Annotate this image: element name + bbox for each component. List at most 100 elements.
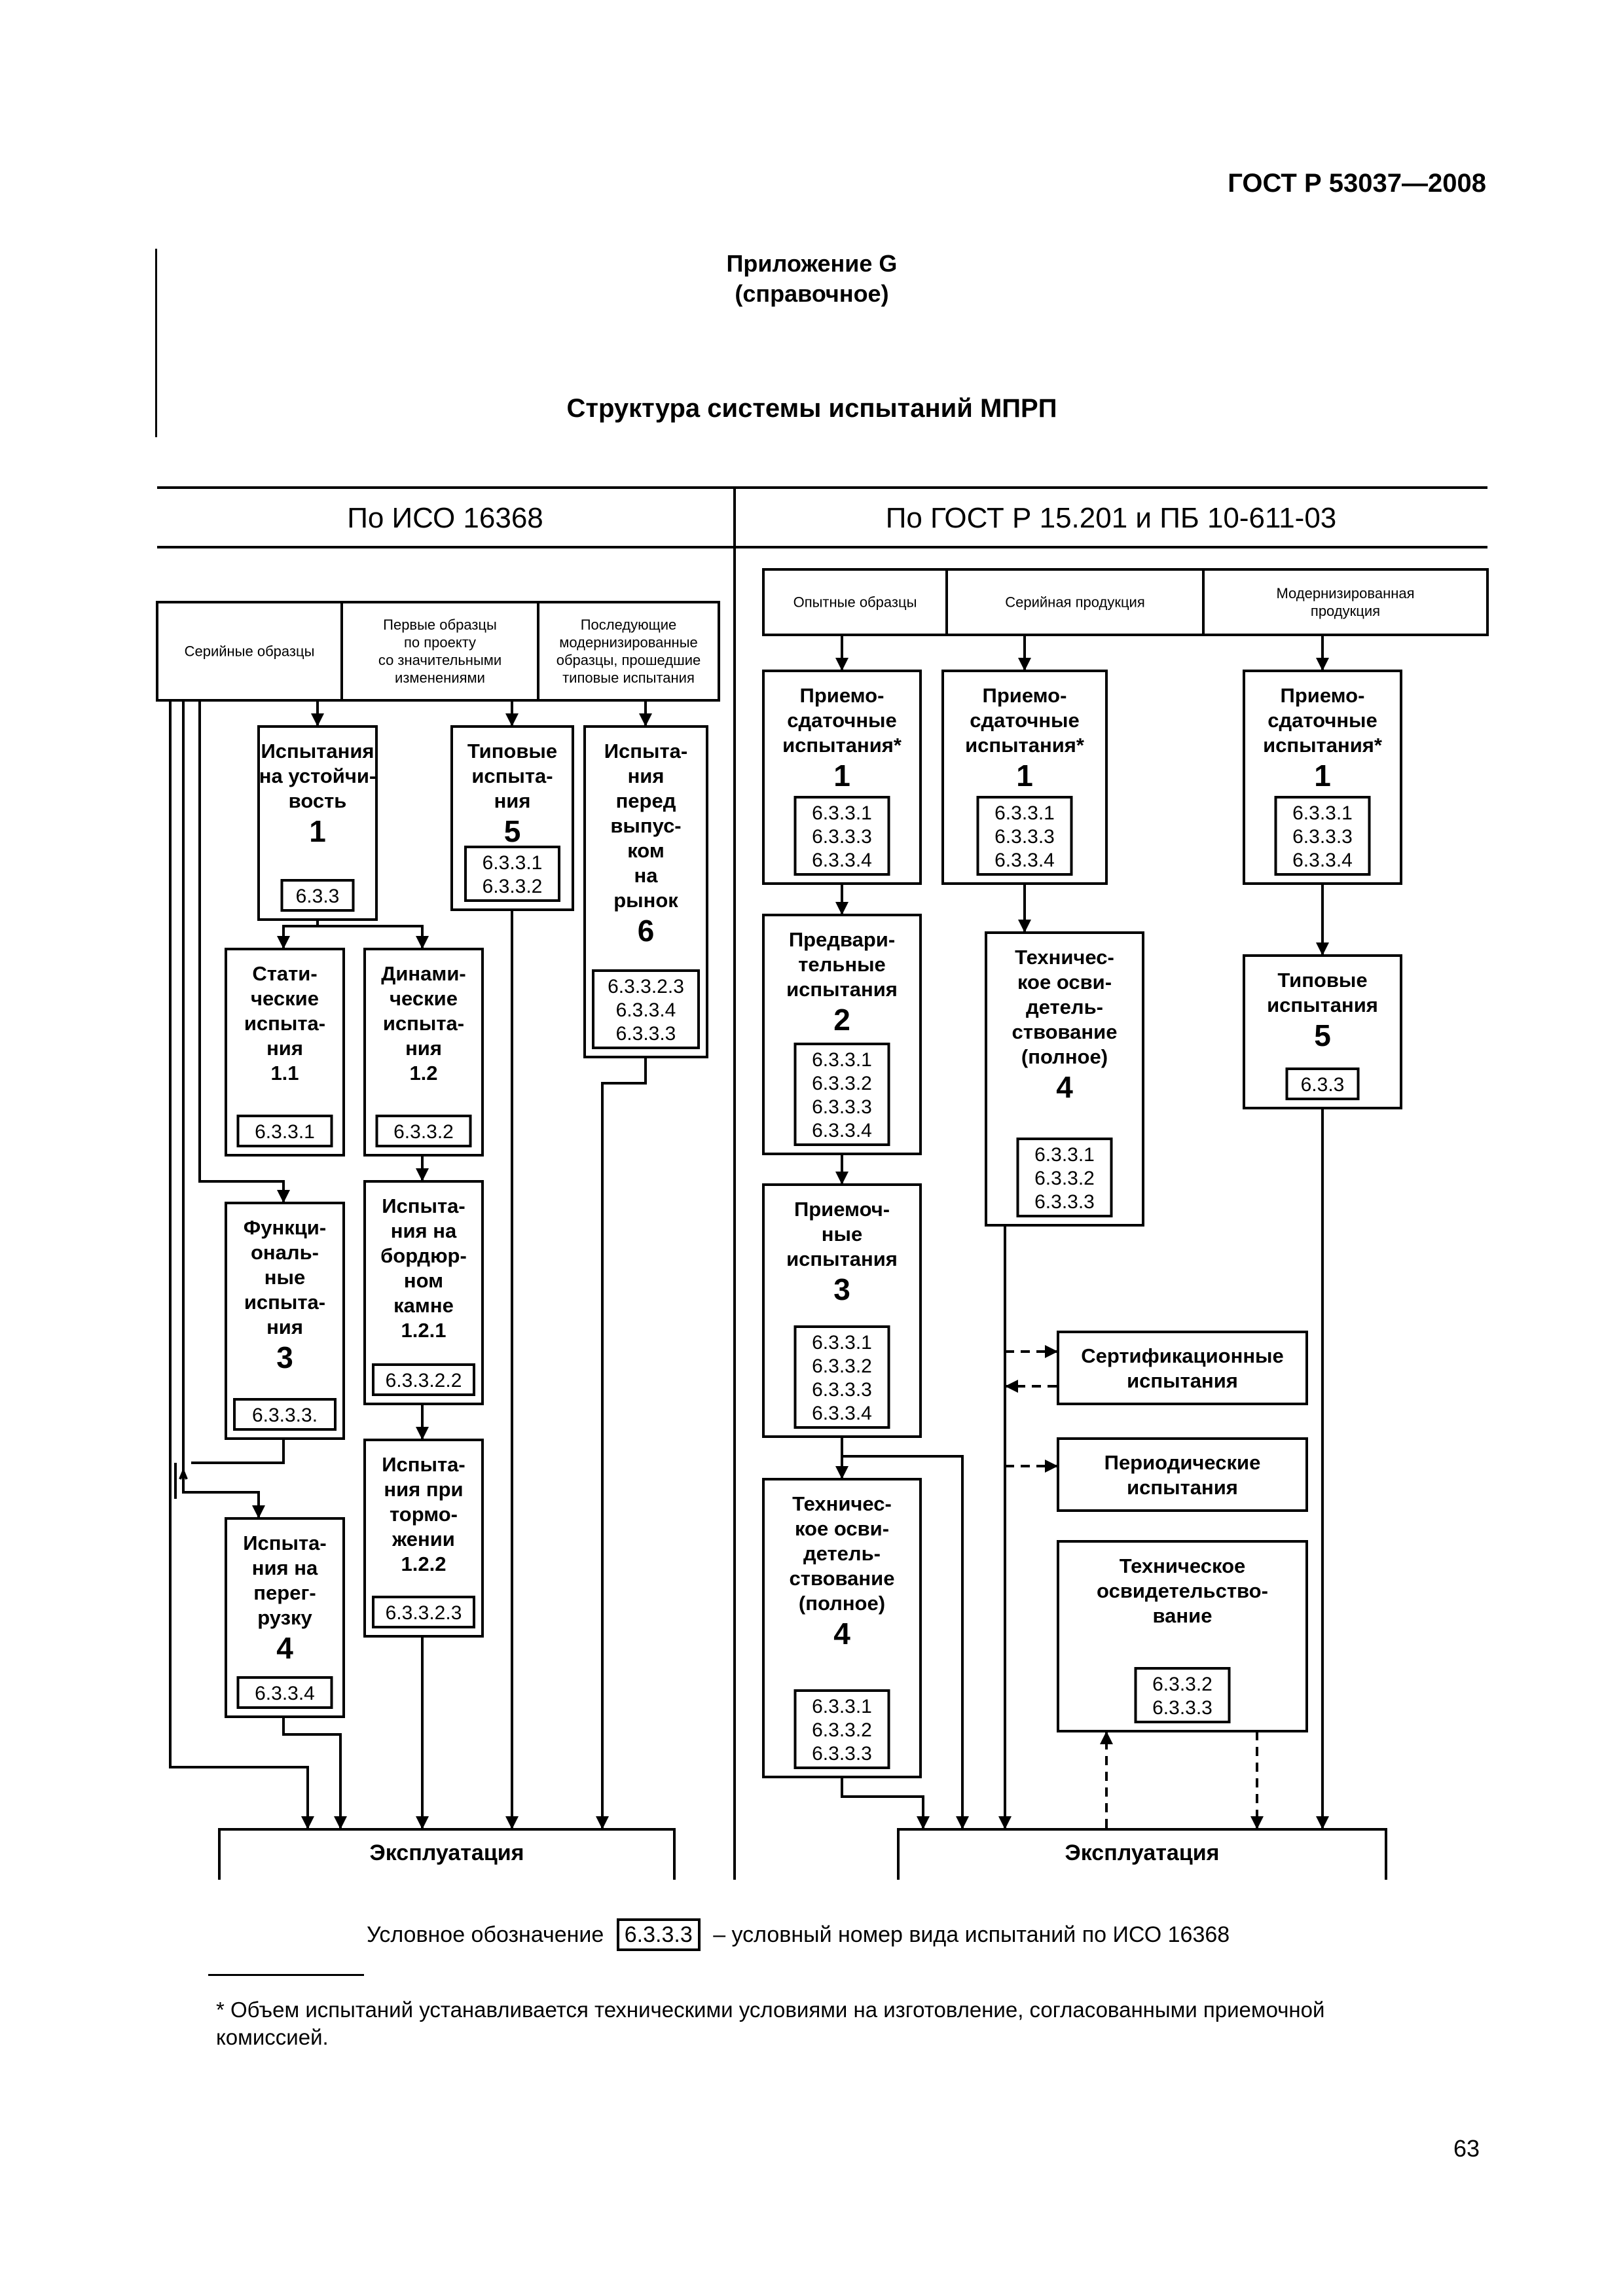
box-label-line: Испыта- (382, 1194, 465, 1217)
footnote-separator (208, 1974, 364, 1976)
box-number: 4 (833, 1617, 850, 1651)
legend-prefix: Условное обозначение (367, 1922, 604, 1947)
change-bar (155, 249, 157, 437)
box-label-line: камне (393, 1294, 454, 1317)
code-box-frame (372, 1596, 475, 1628)
box-label-line: испыта- (244, 1012, 325, 1035)
legend: Условное обозначение 6.3.3.3 – условный … (367, 1916, 1230, 1953)
box-label-line: Динами- (381, 962, 465, 985)
code-value: 6.3.3.4 (812, 850, 872, 871)
code-value: 6.3.3 (296, 886, 340, 907)
box-number: 1 (1314, 759, 1331, 793)
box-number: 4 (276, 1631, 293, 1665)
connector (169, 700, 314, 1829)
box-number: 6 (638, 914, 655, 948)
connector (318, 925, 429, 949)
connector (596, 1057, 647, 1829)
box-label-line: Периодические (1104, 1451, 1261, 1474)
box-label-line: Первые образцы (383, 617, 497, 633)
code-value: 6.3.3.4 (994, 850, 1055, 871)
box-label-line: ные (822, 1223, 862, 1246)
acceptance-a-box: Приемо-сдаточныеиспытания*16.3.3.16.3.3.… (762, 670, 922, 885)
connector (198, 700, 290, 1203)
code-value: 6.3.3.1 (812, 802, 872, 824)
box-label-line: ния (266, 1316, 303, 1338)
code-value: 6.3.3.2 (812, 1073, 872, 1094)
box-label-line: 1.2.2 (401, 1552, 447, 1575)
code-value: 6.3.3.1 (1034, 1144, 1095, 1166)
code-box-frame (233, 1398, 337, 1431)
box-label-line: вость (289, 789, 347, 812)
box-label-line: ния (405, 1037, 442, 1060)
code-box: 6.3.3.16.3.3.26.3.3.36.3.3.4 (793, 1325, 890, 1429)
page-number: 63 (1453, 2135, 1480, 2162)
box-label-line: (полное) (1021, 1045, 1108, 1068)
connector (182, 1463, 265, 1518)
preliminary-test-box: Предвари-тельныеиспытания26.3.3.16.3.3.2… (762, 914, 922, 1155)
box-label-line: Сертификационные (1081, 1344, 1284, 1367)
box-label-line: детель- (803, 1542, 881, 1565)
box-frame (218, 1828, 676, 1880)
box-label-line: сдаточные (970, 709, 1080, 732)
code-box: 6.3.3.16.3.3.36.3.3.4 (793, 796, 890, 876)
code-value: 6.3.3.4 (1292, 850, 1353, 871)
column-header-gost: По ГОСТ Р 15.201 и ПБ 10-611-03 (885, 502, 1337, 534)
code-box: 6.3.3 (280, 879, 355, 912)
box-frame (762, 568, 948, 636)
box-label-line: на устойчи- (259, 764, 376, 787)
box-frame (945, 568, 1205, 636)
box-label-line: по проекту (404, 634, 476, 651)
box-label-line: Приемо- (983, 684, 1067, 707)
figure-title: Структура системы испытаний МПРП (566, 394, 1057, 423)
box-label-line: испытания (1267, 994, 1378, 1016)
connector (842, 1455, 969, 1829)
box-label-line: ния (266, 1037, 303, 1060)
acceptance-c-box: Приемо-сдаточныеиспытания*16.3.3.16.3.3.… (1243, 670, 1402, 885)
code-value: 6.3.3.4 (616, 999, 676, 1021)
box-label-line: Техничес- (792, 1492, 892, 1515)
code-box: 6.3.3.26.3.3.3 (1134, 1667, 1231, 1723)
box-frame (1057, 1437, 1308, 1512)
box-number: 1 (1016, 759, 1033, 793)
box-label-line: испытания (1127, 1369, 1238, 1392)
code-box-frame (1134, 1667, 1231, 1723)
code-value: 6.3.3.3 (812, 1743, 872, 1765)
box-label-line: сдаточные (787, 709, 897, 732)
acceptance-final-box: Приемоч-ныеиспытания36.3.3.16.3.3.26.3.3… (762, 1183, 922, 1438)
code-box: 6.3.3.16.3.3.36.3.3.4 (976, 796, 1073, 876)
box-label-line: Приемо- (1281, 684, 1365, 707)
code-value: 6.3.3.4 (812, 1403, 872, 1424)
code-box-frame (375, 1115, 472, 1147)
box-label-line: испыта- (471, 764, 553, 787)
code-value: 6.3.3.1 (994, 802, 1055, 824)
box-label-line: Испыта- (243, 1532, 326, 1554)
code-box: 6.3.3.2.2 (372, 1363, 475, 1396)
box-label-line: изменениями (395, 670, 485, 686)
code-box-frame (793, 1689, 890, 1769)
connector (841, 1777, 930, 1829)
box-label-line: образцы, прошедшие (556, 652, 701, 668)
box-frame (537, 601, 720, 702)
box-label-line: Типовые (1277, 969, 1367, 992)
box-label-line: перег- (253, 1581, 316, 1604)
annex-type: (справочное) (735, 280, 889, 307)
box-label-line: Типовые (467, 740, 557, 762)
box-number: 2 (833, 1003, 850, 1037)
box-label-line: на (634, 864, 659, 887)
box-label-line: типовые испытания (562, 670, 695, 686)
box-label-line: испытания (786, 978, 898, 1001)
box-number: 3 (833, 1272, 850, 1306)
code-box: 6.3.3.3. (233, 1398, 337, 1431)
box-label-line: ном (404, 1269, 443, 1292)
box-label-line: выпус- (610, 814, 681, 837)
legend-suffix: – условный номер вида испытаний по ИСО 1… (713, 1922, 1230, 1947)
pre-market-test-box: Испыта-нияпередвыпус-комнарынок66.3.3.2.… (583, 725, 708, 1058)
exploitation-left-box: Эксплуатация (218, 1828, 676, 1880)
